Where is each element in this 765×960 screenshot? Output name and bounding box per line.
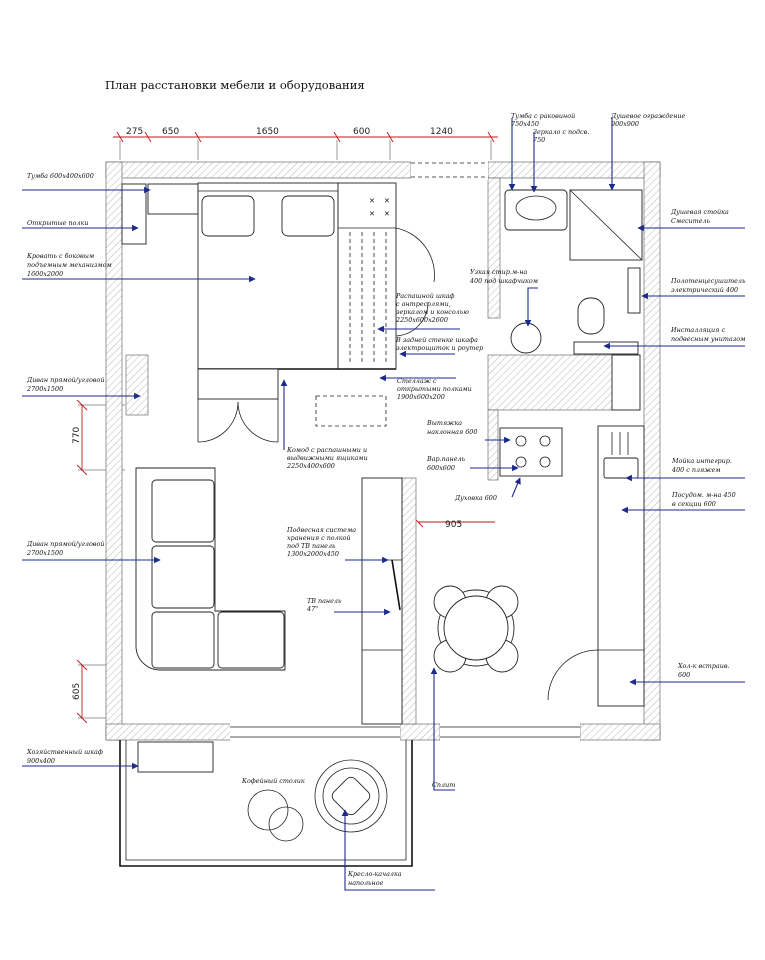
label-sofa-lower-line1: Диван прямой/угловой: [26, 540, 104, 548]
dimension-600: 600: [353, 127, 370, 137]
label-bed-line1: Кровать с боковым: [26, 252, 94, 260]
dimension-1650: 1650: [256, 127, 279, 137]
coffee-table: [247, 789, 304, 842]
bathroom-fixtures: [504, 189, 643, 411]
label-coffee-table: Кофейный столик: [241, 777, 305, 785]
label-kitchen-sink-line1: Мойка интегрир.: [671, 457, 732, 465]
label-wardrobe-line4: 2250х600х2600: [395, 316, 448, 324]
label-rack-line2: открытыми полками: [397, 385, 472, 393]
label-sofa-lower-line2: 2700х1500: [26, 549, 63, 557]
label-commode-line3: 2250х400х600: [286, 462, 335, 470]
label-storage-line3: под ТВ панель: [287, 542, 336, 550]
label-wardrobe-line1: Распашной шкаф: [395, 292, 455, 300]
label-bed-line3: 1600х2000: [27, 270, 63, 278]
svg-text:✕: ✕: [369, 197, 375, 205]
label-sink-line2: 750х450: [511, 120, 539, 128]
annotation-labels: Тумба 600х400х600 Открытые полки Кровать…: [26, 112, 746, 887]
left-dimensions: 770 605 905: [72, 399, 495, 724]
label-wardrobe-line3: зеркалом и консолью: [396, 308, 469, 316]
label-fridge-line1: Хол-к встраив.: [677, 662, 730, 670]
label-open-shelves: Открытые полки: [27, 219, 88, 227]
dimension-1240: 1240: [430, 127, 453, 137]
label-hob-line2: 600х600: [427, 464, 455, 472]
label-sink-line1: Тумба с раковиной: [511, 112, 575, 120]
dimension-905: 905: [445, 520, 462, 530]
walls: [105, 160, 661, 867]
label-tv-line2: 47": [306, 605, 318, 613]
kitchen-units: [499, 425, 645, 707]
label-oven: Духовка 600: [454, 494, 497, 502]
label-storage-line2: хранения с полкой: [287, 534, 351, 542]
label-wardrobe-line6: электрощиток и роутер: [396, 344, 483, 352]
label-kitchen-sink-line2: 400 с пляжем: [671, 466, 721, 474]
wardrobe: ✕ ✕ ✕ ✕: [337, 182, 435, 370]
svg-text:✕: ✕: [384, 210, 390, 218]
label-bed-line2: подъемным механизмом: [27, 261, 112, 269]
label-wardrobe-line2: с антресолями,: [396, 300, 451, 308]
label-tv-line1: ТВ панель: [307, 597, 342, 605]
label-install-line1: Инсталляция с: [670, 326, 725, 334]
dining-table: [433, 585, 519, 673]
bed: [197, 182, 339, 370]
dimension-275: 275: [126, 127, 143, 137]
label-split: Сплит: [432, 781, 455, 789]
label-shower-fence-line1: Душевое ограждение: [610, 112, 686, 120]
rocking-chair: [314, 759, 388, 833]
label-utility-line1: Хозяйственный шкаф: [26, 748, 103, 756]
label-rack-line3: 1900х600х200: [397, 393, 445, 401]
dimension-650: 650: [162, 127, 179, 137]
label-wardrobe-line5: В задней стенке шкафа: [395, 336, 478, 344]
label-mirror-line1: Зеркало с подсв.: [533, 128, 589, 136]
label-towel-line1: Полотенцесушитель: [670, 277, 746, 285]
label-mirror-line2: 750: [533, 136, 545, 144]
label-hood-line2: наклонная 600: [427, 428, 477, 436]
sofa: [135, 467, 286, 671]
label-rocker-line1: Кресло-качалка: [347, 870, 402, 878]
dimension-605: 605: [72, 683, 82, 700]
label-dishwasher-line1: Посудом. м-на 450: [671, 491, 736, 499]
svg-text:✕: ✕: [369, 210, 375, 218]
label-shower-line2: Смеситель: [671, 217, 711, 225]
label-tumba-bed: Тумба 600х400х600: [27, 172, 94, 180]
utility-cabinet: [137, 741, 214, 773]
label-storage-line1: Подвесная система: [286, 526, 356, 534]
label-towel-line2: электрический 400: [671, 286, 738, 294]
label-commode-line1: Комод с распашными и: [286, 446, 367, 454]
top-dimension-chain: 275 650 1650 600 1240: [113, 127, 498, 160]
label-washer-line1: Узкая стир.м-на: [470, 268, 528, 276]
label-washer-line2: 400 под шкафчиком: [469, 277, 538, 285]
svg-text:✕: ✕: [384, 197, 390, 205]
dimension-770: 770: [72, 427, 82, 444]
label-hood-line1: Вытяжка: [426, 419, 462, 427]
label-fridge-line2: 600: [678, 671, 690, 679]
label-hob-line1: Вар.панель: [426, 455, 466, 463]
bed-tumba: [121, 183, 199, 245]
label-commode-line2: выдвижными ящиками: [287, 454, 368, 462]
label-rocker-line2: напольное: [348, 879, 384, 887]
tv-storage: [361, 477, 403, 725]
plan-title: План расстановки мебели и оборудования: [105, 78, 365, 92]
label-sofa-upper-line2: 2700х1500: [26, 385, 63, 393]
leader-lines: [22, 118, 745, 891]
label-storage-line4: 1300х2000х450: [287, 550, 339, 558]
label-install-line2: подвесным унитазом: [671, 335, 745, 343]
label-shower-line1: Душевая стойка: [670, 208, 729, 216]
label-shower-fence-line2: 900х900: [611, 120, 639, 128]
commode: [197, 368, 396, 443]
label-utility-line2: 900х400: [27, 757, 55, 765]
label-dishwasher-line2: в секции 600: [672, 500, 716, 508]
label-rack-line1: Стеллаж с: [397, 377, 437, 385]
label-sofa-upper-line1: Диван прямой/угловой: [26, 376, 104, 384]
